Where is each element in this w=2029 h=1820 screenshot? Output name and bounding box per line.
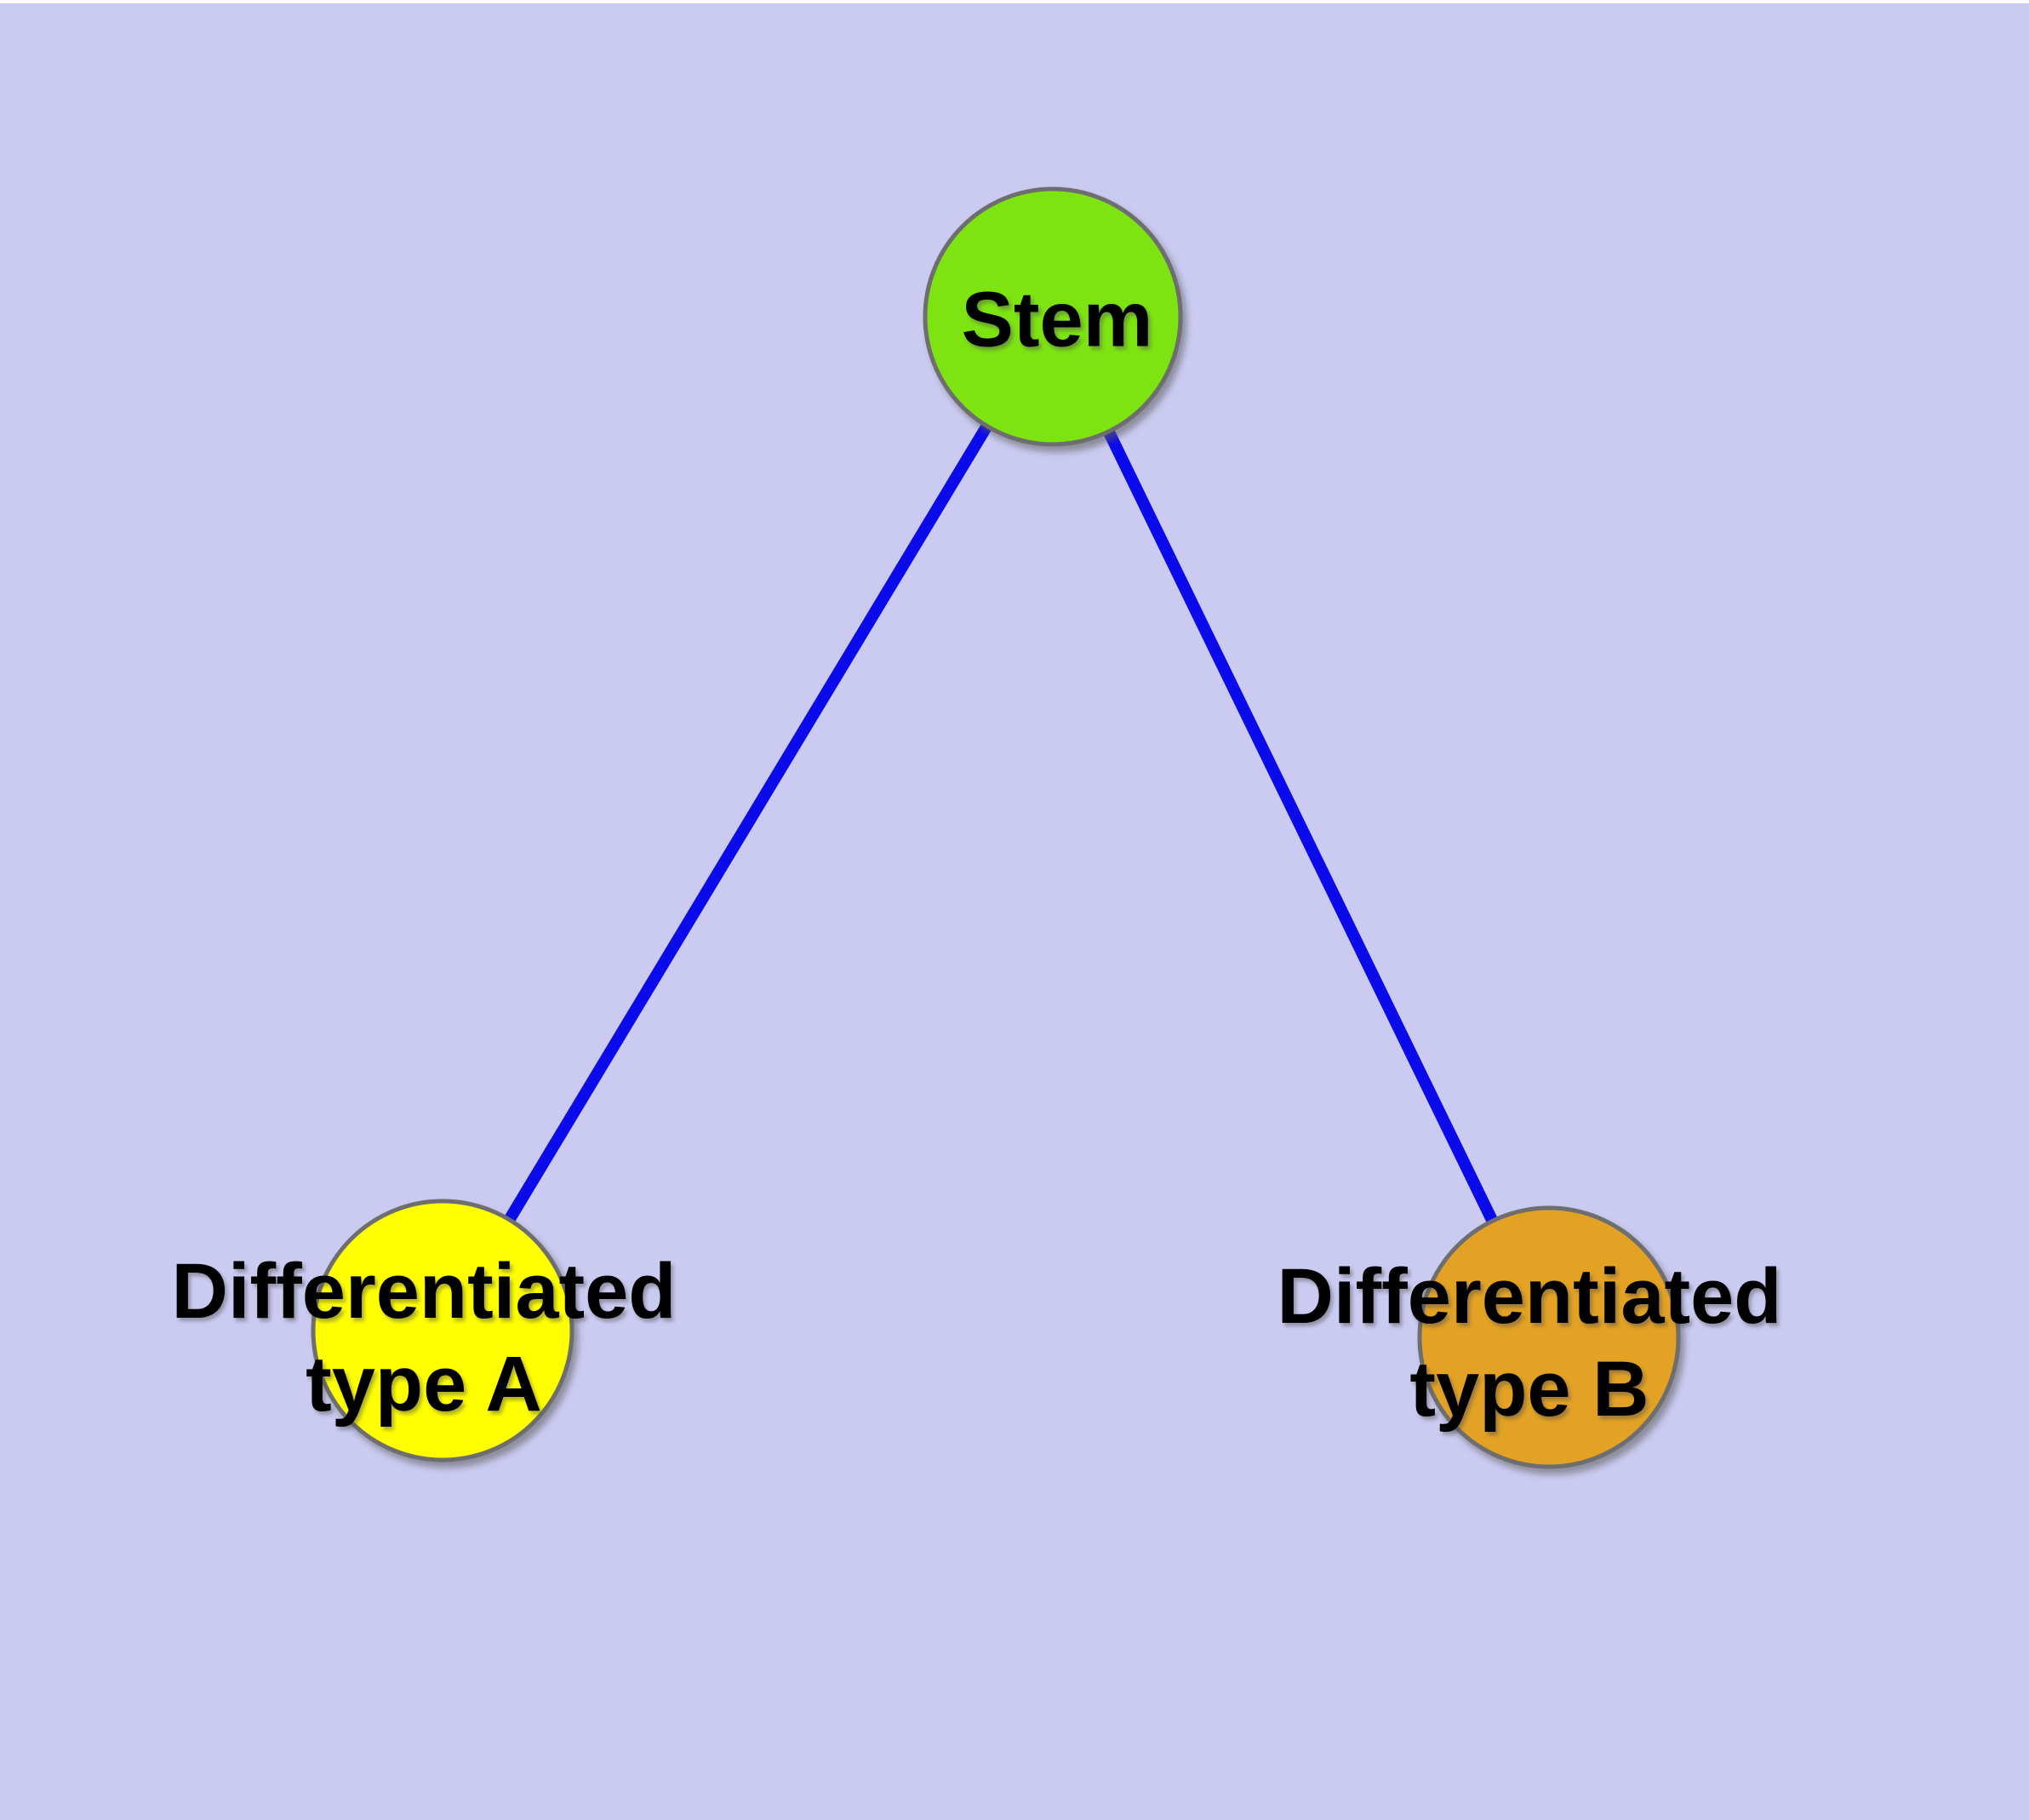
- node-label-differentiated-type-b: Differentiated type B: [1277, 1251, 1782, 1436]
- node-label-stem-text: Stem: [961, 276, 1153, 363]
- node-label-type-a-line2: type A: [306, 1341, 542, 1428]
- node-stem: [923, 186, 1183, 447]
- edge-stem-to-type-b: [1047, 313, 1555, 1341]
- node-label-type-a-line1: Differentiated: [171, 1248, 677, 1335]
- edge-stem-to-type-a: [437, 313, 1058, 1334]
- node-label-type-b-line2: type B: [1409, 1346, 1649, 1433]
- node-differentiated-type-b: [1417, 1205, 1681, 1469]
- node-label-differentiated-type-a: Differentiated type A: [172, 1245, 677, 1431]
- window-top-edge: [0, 0, 2029, 3]
- node-differentiated-type-a: [311, 1199, 574, 1462]
- node-label-stem: Stem: [962, 274, 1153, 367]
- node-label-type-b-line1: Differentiated: [1277, 1253, 1782, 1340]
